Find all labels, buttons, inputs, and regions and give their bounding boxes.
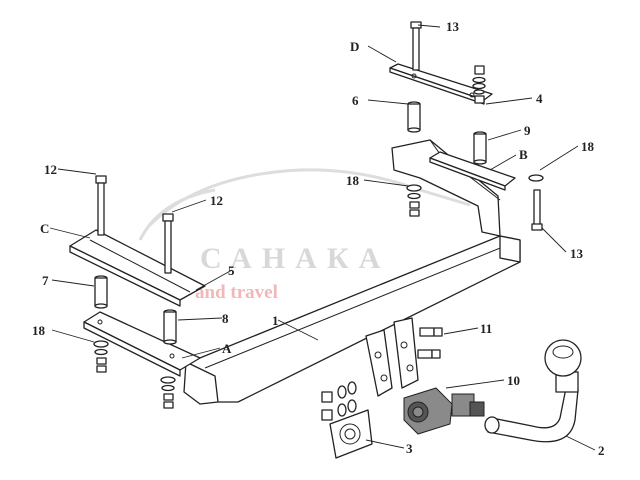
bolt-12-right (162, 213, 174, 274)
label-12-left: 12 (44, 162, 57, 177)
plate-b (429, 151, 516, 191)
label-a: A (222, 341, 232, 356)
bolt-12-left (95, 175, 107, 236)
plate-c (69, 229, 206, 307)
label-18-right: 18 (581, 139, 595, 154)
label-12-right: 12 (210, 193, 223, 208)
bolt-13-bottom (531, 189, 543, 231)
label-18-mid: 18 (346, 173, 360, 188)
tow-ball (484, 339, 582, 443)
plate-a (83, 311, 201, 377)
watermark: САНАКА and travel (138, 168, 471, 303)
ball-mount-bracket (365, 317, 419, 397)
socket-plate (329, 409, 373, 459)
label-18-left: 18 (32, 323, 46, 338)
label-1: 1 (272, 313, 279, 328)
label-7: 7 (42, 273, 49, 288)
label-11: 11 (480, 321, 492, 336)
leader-lines (49, 24, 596, 451)
nut-stack-right-mid (406, 184, 422, 217)
nut-stack-right-top (472, 65, 486, 104)
label-5: 5 (228, 263, 235, 278)
label-c: C (40, 221, 49, 236)
plate-d (389, 63, 493, 105)
nut-stack-left-2 (160, 376, 176, 409)
label-13-top: 13 (446, 19, 460, 34)
label-b: B (519, 147, 528, 162)
nut-stack-left-1 (93, 340, 109, 373)
label-13-bottom: 13 (570, 246, 584, 261)
label-2: 2 (598, 443, 605, 458)
bolt-set-11 (417, 327, 443, 359)
spacer-8 (163, 309, 177, 345)
spacer-7 (94, 275, 108, 309)
label-d: D (350, 39, 359, 54)
label-6: 6 (352, 93, 359, 108)
watermark-tagline: and travel (195, 282, 278, 303)
washer-18-right (528, 174, 544, 182)
watermark-brand: САНАКА (200, 242, 390, 275)
label-4: 4 (536, 91, 543, 106)
label-3: 3 (406, 441, 413, 456)
spacer-9 (473, 131, 487, 165)
bolt-13-top (410, 21, 422, 71)
label-8: 8 (222, 311, 229, 326)
callout-labels: 13 D 6 4 9 B 18 18 13 12 12 C 5 7 8 18 A… (32, 19, 605, 458)
electrical-socket (403, 387, 485, 435)
spacer-6 (407, 101, 421, 133)
label-10: 10 (507, 373, 520, 388)
label-9: 9 (524, 123, 531, 138)
bracket-bolts-left (321, 381, 357, 421)
cross-beam (183, 139, 521, 405)
